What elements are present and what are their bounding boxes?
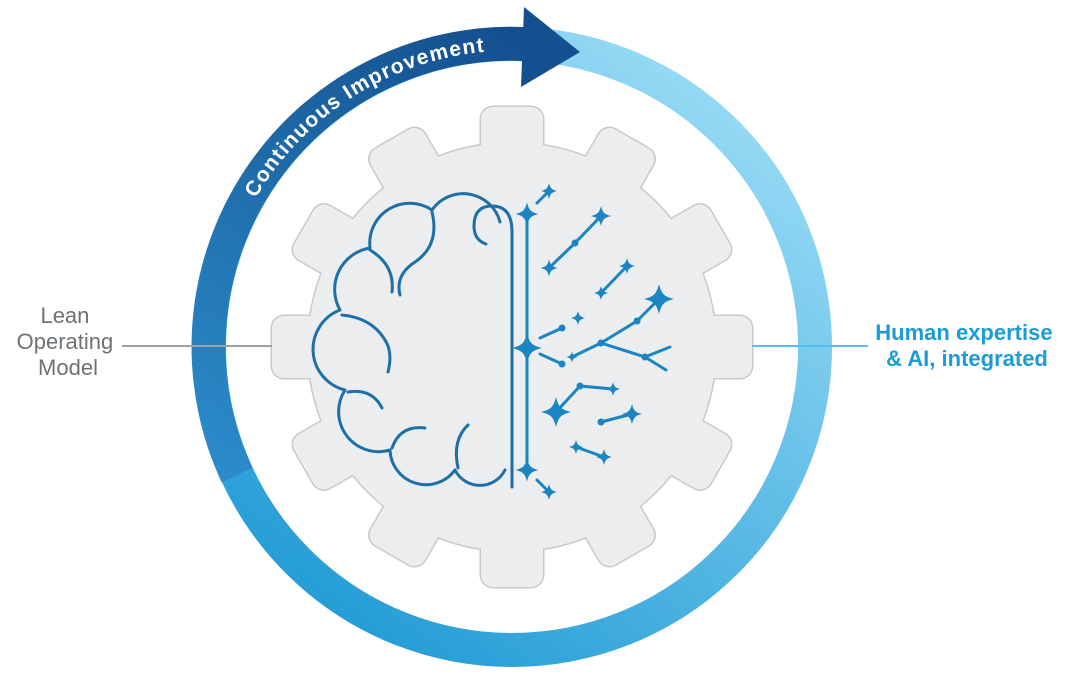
ai-network-sparks: [512, 183, 674, 500]
lean-label-line-1: Lean: [40, 303, 89, 328]
brain-icon: [311, 192, 514, 489]
human-ai-label-line-1: Human expertise: [875, 320, 1052, 345]
ai-network-icon: [512, 183, 674, 500]
human-ai-label: Human expertise & AI, integrated: [875, 320, 1058, 371]
lean-label: Lean Operating Model: [17, 303, 120, 380]
lean-label-line-2: Operating: [17, 329, 114, 354]
improvement-arc: [191, 26, 524, 483]
arrow-head-icon: [521, 7, 580, 87]
human-ai-label-line-2: & AI, integrated: [886, 346, 1048, 371]
lean-label-line-3: Model: [38, 355, 98, 380]
